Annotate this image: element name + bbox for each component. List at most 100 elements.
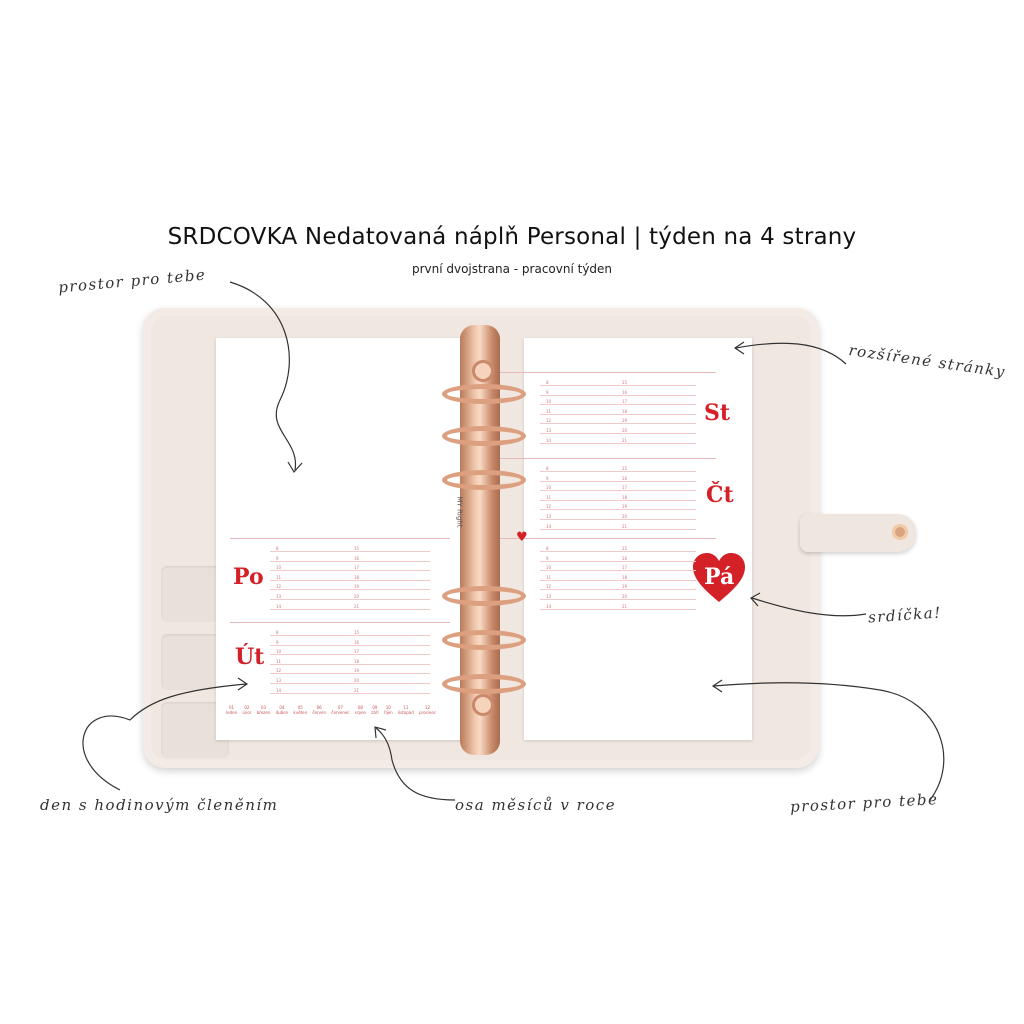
hour-number: 11	[546, 408, 552, 414]
hour-number: 15	[622, 466, 628, 471]
hour-number: 8	[276, 630, 279, 635]
arrow-head-icon	[374, 726, 387, 739]
hour-number: 8	[546, 546, 549, 551]
arrow-head-icon	[287, 461, 303, 474]
hour-number: 16	[622, 475, 628, 481]
month-name: únor	[242, 710, 252, 715]
hour-number: 10	[546, 485, 552, 491]
hour-number: 16	[622, 389, 628, 395]
hour-number: 11	[546, 494, 552, 500]
rivet-icon	[472, 360, 494, 382]
hour-line	[540, 509, 696, 511]
hour-number: 12	[276, 584, 282, 590]
hour-number: 20	[622, 594, 628, 599]
hour-number: 12	[546, 584, 552, 590]
hour-number: 17	[622, 565, 628, 571]
hour-number: 19	[354, 584, 360, 590]
binder-ring	[442, 674, 526, 694]
month-number: 11	[403, 705, 409, 710]
hour-line	[270, 663, 430, 665]
hour-line	[540, 413, 696, 415]
binder-ring	[442, 630, 526, 650]
hour-number: 12	[546, 418, 552, 424]
arrow-line	[713, 682, 945, 801]
hour-line	[540, 579, 696, 581]
day-separator	[500, 458, 716, 459]
month-number: 08	[357, 705, 363, 710]
hour-number: 18	[622, 408, 628, 414]
hour-number: 18	[354, 574, 360, 580]
day-separator	[500, 372, 716, 373]
month-number: 01	[229, 705, 235, 710]
hour-number: 18	[622, 494, 628, 500]
hour-line	[270, 560, 430, 562]
month-number: 07	[337, 705, 343, 710]
hour-number: 14	[546, 437, 552, 443]
small-heart-icon: ♥	[516, 530, 528, 545]
hour-number: 10	[546, 565, 552, 571]
month-name: duben	[275, 710, 289, 715]
arrow-line	[82, 683, 247, 791]
hour-number: 20	[622, 514, 628, 519]
day-separator	[230, 622, 450, 623]
hour-number: 9	[276, 639, 279, 645]
arrow-line	[375, 727, 456, 801]
hour-number: 10	[546, 399, 552, 405]
hour-number: 15	[622, 546, 628, 551]
hour-line	[540, 528, 696, 530]
hour-number: 13	[546, 514, 552, 519]
hour-number: 13	[276, 594, 282, 599]
hour-line	[270, 673, 430, 675]
hour-line	[270, 635, 430, 636]
hour-number: 21	[354, 603, 360, 609]
hour-number: 10	[276, 649, 282, 655]
hour-number: 20	[354, 594, 360, 599]
left-page	[216, 338, 462, 740]
heart-icon	[693, 553, 745, 602]
month-name: červen	[312, 710, 327, 715]
month-number: 04	[279, 705, 285, 710]
hour-line	[540, 394, 696, 396]
binder-ring	[442, 426, 526, 446]
month-name: listopad	[397, 710, 414, 715]
hour-line	[540, 442, 696, 444]
hour-number: 13	[546, 428, 552, 433]
hour-line	[540, 385, 696, 386]
hour-number: 13	[276, 678, 282, 683]
binder-ring	[442, 586, 526, 606]
day-label-ut: Út	[235, 644, 265, 670]
month-name: červenec	[331, 710, 350, 715]
annotation-day-hours: den s hodinovým členěním	[40, 796, 279, 814]
hour-number: 17	[354, 565, 360, 571]
binder-ring	[442, 384, 526, 404]
hour-line	[270, 570, 430, 572]
hour-number: 18	[354, 658, 360, 664]
hour-number: 20	[354, 678, 360, 683]
month-name: září	[371, 710, 379, 715]
hour-number: 14	[276, 687, 282, 693]
hour-number: 12	[276, 668, 282, 674]
month-name: prosinec	[418, 710, 436, 715]
hour-line	[270, 608, 430, 610]
hour-number: 19	[622, 584, 628, 590]
hour-line	[540, 608, 696, 610]
day-label-po: Po	[233, 564, 264, 590]
hour-line	[540, 519, 696, 520]
closure-strap[interactable]	[800, 514, 916, 552]
month-number: 10	[385, 705, 391, 710]
hour-number: 19	[354, 668, 360, 674]
hour-number: 20	[622, 428, 628, 433]
hour-number: 9	[276, 555, 279, 561]
snap-button-icon[interactable]	[892, 524, 908, 540]
month-number: 02	[244, 705, 250, 710]
hour-number: 8	[546, 466, 549, 471]
